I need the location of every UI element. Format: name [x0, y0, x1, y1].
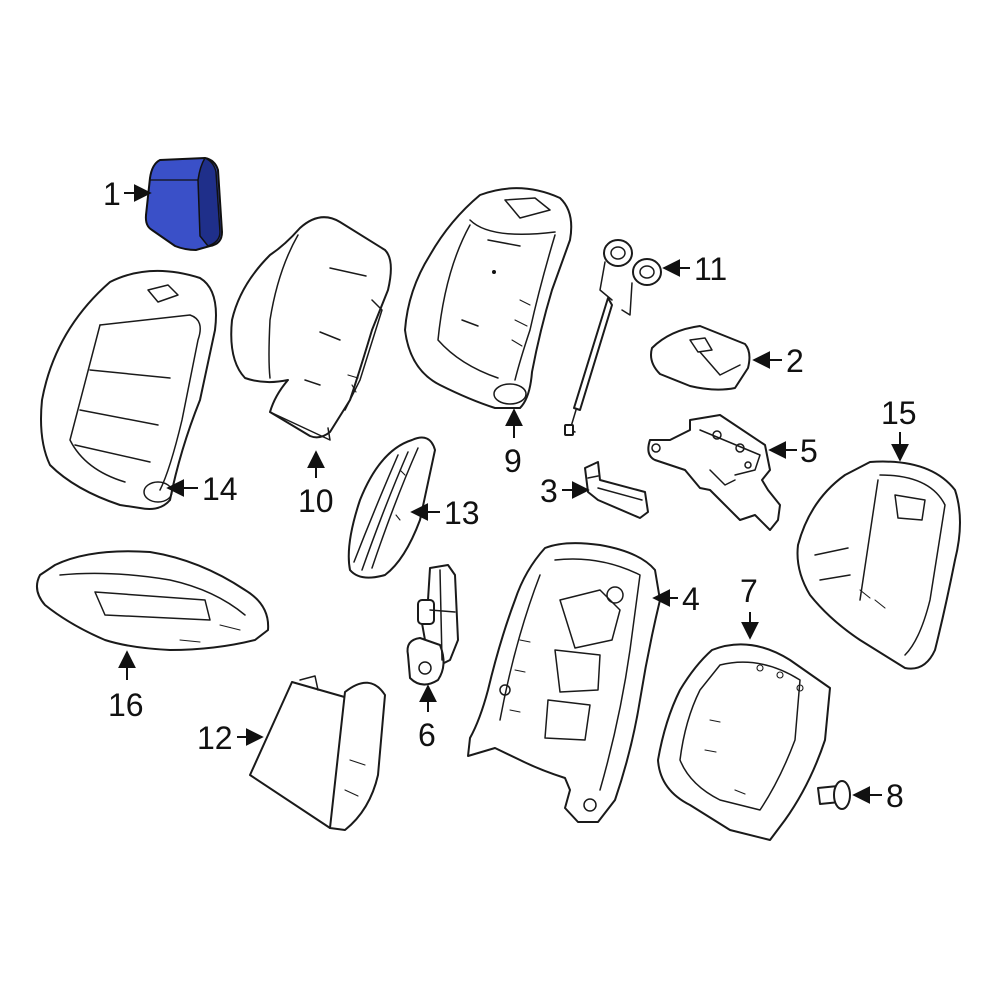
part-4-backrest-frame[interactable] — [467, 542, 661, 823]
svg-text:11: 11 — [694, 251, 727, 287]
part-10-backrest-pad[interactable] — [230, 216, 392, 441]
part-6-actuator[interactable] — [406, 564, 459, 686]
part-5-bracket[interactable] — [647, 414, 781, 531]
callout-11: 11 — [662, 251, 727, 287]
part-7-back-panel[interactable] — [657, 643, 831, 841]
part-1-headrest[interactable] — [144, 156, 224, 252]
callout-13: 13 — [410, 495, 480, 531]
callout-5: 5 — [768, 433, 818, 469]
callout-12: 12 — [197, 720, 264, 756]
svg-text:4: 4 — [682, 581, 700, 617]
callout-14: 14 — [166, 471, 238, 507]
callout-4: 4 — [652, 581, 700, 617]
callout-8: 8 — [852, 778, 904, 814]
part-13-side-panel[interactable] — [347, 436, 436, 579]
part-8-clip[interactable] — [817, 780, 851, 810]
svg-text:15: 15 — [881, 395, 917, 431]
callout-2: 2 — [752, 343, 804, 379]
svg-text:14: 14 — [202, 471, 238, 507]
svg-text:10: 10 — [298, 483, 334, 519]
part-3-strip-bracket[interactable] — [584, 461, 649, 519]
part-14-backrest-cover[interactable] — [40, 269, 217, 510]
svg-text:5: 5 — [800, 433, 818, 469]
part-11-wiring-harness[interactable] — [564, 239, 662, 436]
svg-text:13: 13 — [444, 495, 480, 531]
svg-text:8: 8 — [886, 778, 904, 814]
svg-text:7: 7 — [740, 573, 758, 609]
callout-1: 1 — [103, 176, 152, 212]
callout-10: 10 — [298, 450, 334, 519]
callout-16: 16 — [108, 650, 144, 723]
callout-6: 6 — [418, 684, 437, 753]
part-2-pad[interactable] — [650, 325, 751, 391]
svg-text:2: 2 — [786, 343, 804, 379]
svg-text:16: 16 — [108, 687, 144, 723]
part-16-cushion-cover[interactable] — [35, 550, 270, 651]
svg-text:6: 6 — [418, 717, 436, 753]
part-12-panel-board[interactable] — [249, 675, 386, 831]
svg-text:9: 9 — [504, 443, 522, 479]
part-9-backrest-trim[interactable] — [404, 187, 573, 409]
svg-text:12: 12 — [197, 720, 233, 756]
svg-text:1: 1 — [103, 176, 121, 212]
part-15-back-shell[interactable] — [796, 460, 961, 670]
callout-3: 3 — [540, 473, 590, 509]
callout-7: 7 — [740, 573, 759, 640]
callout-9: 9 — [504, 408, 523, 479]
svg-text:3: 3 — [540, 473, 558, 509]
callout-15: 15 — [881, 395, 917, 462]
